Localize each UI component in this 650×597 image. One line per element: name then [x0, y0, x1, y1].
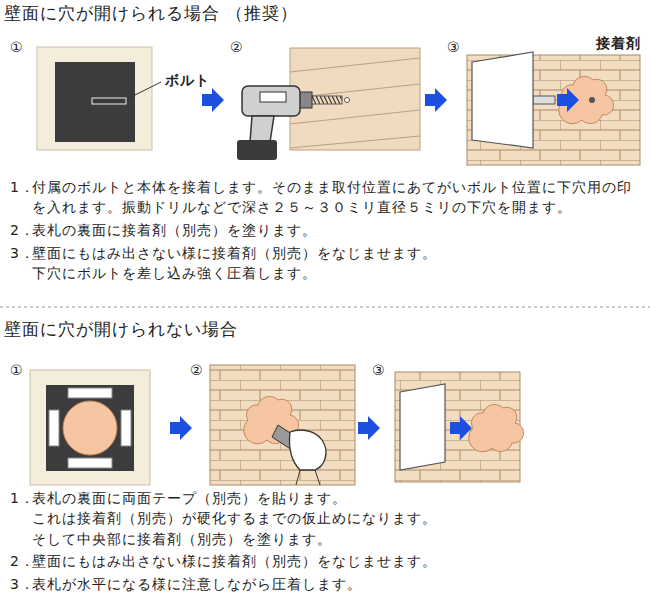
section-heading: 壁面に穴が開けられる場合 （推奨） [4, 3, 298, 23]
callout-number: ① [10, 37, 24, 57]
step-text: 表札が水平になる様に注意しながら圧着します。 [32, 574, 362, 594]
tape [68, 388, 112, 398]
step-number: 1． [10, 488, 35, 508]
step-text: 下穴にボルトを差し込み強く圧着します。 [32, 263, 317, 283]
nameplate-back [55, 62, 135, 142]
separator [0, 307, 650, 308]
leader-line [127, 82, 161, 99]
wall-panel [37, 47, 152, 150]
callout-number: ② [190, 360, 204, 380]
step-text: 壁面にもはみ出さない様に接着剤（別売）をなじませます。 [32, 243, 437, 263]
step-text: そして中央部に接着剤（別売）を塗ります。 [32, 529, 332, 549]
step-text: 壁面にもはみ出さない様に接着剤（別売）をなじませます。 [32, 551, 437, 571]
drill-body [242, 86, 300, 116]
callout-number: ① [10, 360, 24, 380]
step-text: 表札の裏面に接着剤（別売）を塗ります。 [32, 220, 317, 240]
drill-bit [310, 96, 342, 104]
adhesive [63, 401, 117, 455]
step-text: 表札の裏面に両面テープ（別売）を貼ります。 [32, 488, 347, 508]
step-number: 2． [10, 220, 35, 240]
step-number: 3． [10, 243, 35, 263]
bolt [92, 98, 126, 104]
part-label: 接着剤 [596, 33, 641, 53]
step-text: 付属のボルトと本体を接着します。そのまま取付位置にあてがいボルト位置に下穴用の印… [32, 177, 644, 217]
drill-battery [237, 140, 277, 160]
nameplate [400, 384, 445, 470]
callout-number: ③ [447, 37, 461, 57]
nameplate [472, 52, 533, 148]
callout-number: ② [230, 37, 244, 57]
nameplate-back [46, 385, 134, 471]
step-number: 1． [10, 177, 35, 197]
section-heading: 壁面に穴が開けられない場合 [4, 319, 238, 339]
wall [290, 48, 420, 150]
hand [289, 430, 325, 470]
brick-wall [210, 365, 355, 485]
callout-number: ③ [372, 360, 386, 380]
step-text: これは接着剤（別売）が硬化するまでの仮止めになります。 [32, 508, 437, 528]
step-number: 3． [10, 574, 35, 594]
wall-panel [30, 370, 150, 485]
part-label: ボルト [165, 70, 210, 90]
step-number: 2． [10, 551, 35, 571]
